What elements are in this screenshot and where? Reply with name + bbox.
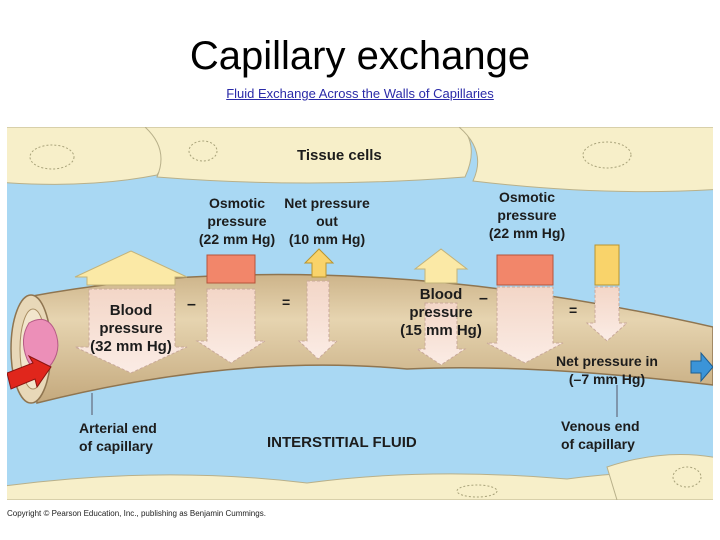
svg-text:(10 mm Hg): (10 mm Hg)	[289, 231, 365, 247]
venous-result-arrow	[585, 286, 629, 342]
venous-net-pressure-label: Net pressure in (–7 mm Hg)	[556, 353, 658, 387]
tissue-cells-top	[7, 127, 713, 193]
svg-text:Blood: Blood	[110, 302, 153, 319]
blood-flow-in-arrow	[7, 354, 52, 390]
svg-text:Osmotic: Osmotic	[209, 195, 265, 211]
arterial-end-label: Arterial end of capillary	[79, 420, 157, 454]
svg-text:pressure: pressure	[99, 320, 162, 337]
svg-text:Blood: Blood	[420, 286, 463, 303]
arterial-equals-sign: =	[282, 294, 290, 310]
svg-text:pressure: pressure	[207, 213, 266, 229]
svg-text:out: out	[316, 213, 338, 229]
venous-osmotic-arrow	[413, 248, 469, 284]
venous-equals-sign: =	[569, 302, 577, 318]
venous-minus-sign: –	[479, 290, 488, 307]
venous-subtract-arrow	[486, 286, 564, 364]
arterial-osmotic-block	[206, 254, 256, 284]
arterial-blood-pressure-label: Blood pressure (32 mm Hg)	[90, 302, 172, 355]
venous-end-label: Venous end of capillary	[561, 418, 640, 452]
arterial-subtract-arrow	[195, 288, 267, 364]
venous-blood-pressure-label: Blood pressure (15 mm Hg)	[400, 286, 482, 339]
slide-link[interactable]: Fluid Exchange Across the Walls of Capil…	[226, 86, 494, 101]
svg-text:of capillary: of capillary	[79, 438, 153, 454]
svg-text:(–7 mm Hg): (–7 mm Hg)	[569, 371, 645, 387]
svg-text:Arterial end: Arterial end	[79, 420, 157, 436]
svg-text:of capillary: of capillary	[561, 436, 635, 452]
svg-text:(22 mm Hg): (22 mm Hg)	[199, 231, 275, 247]
arterial-blood-pressure-arrow	[74, 288, 188, 374]
arterial-net-out-arrow	[303, 248, 335, 278]
venous-osmotic-block	[496, 254, 554, 286]
tissue-cells-bottom	[7, 454, 713, 500]
venous-osmotic-label: Osmotic pressure (22 mm Hg)	[489, 189, 565, 241]
arterial-minus-sign: –	[187, 296, 196, 313]
arterial-net-pressure-label: Net pressure out (10 mm Hg)	[284, 195, 370, 247]
svg-text:pressure: pressure	[409, 304, 472, 321]
arterial-result-arrow	[297, 280, 339, 360]
svg-text:Net pressure: Net pressure	[284, 195, 370, 211]
blood-flow-out-arrow	[690, 351, 713, 383]
copyright-notice: Copyright © Pearson Education, Inc., pub…	[7, 509, 266, 518]
svg-text:Net pressure in: Net pressure in	[556, 353, 658, 369]
svg-text:(22 mm Hg): (22 mm Hg)	[489, 225, 565, 241]
interstitial-fluid-label: INTERSTITIAL FLUID	[267, 434, 417, 451]
svg-text:(32 mm Hg): (32 mm Hg)	[90, 338, 172, 355]
svg-text:Venous end: Venous end	[561, 418, 640, 434]
capillary-diagram: – = – = Tissue cells Osmotic pressure (2…	[7, 127, 713, 500]
arterial-osmotic-arrow	[74, 250, 188, 286]
slide-title: Capillary exchange	[189, 34, 531, 78]
venous-net-in-bar	[594, 244, 620, 286]
svg-text:Osmotic: Osmotic	[499, 189, 555, 205]
venous-blood-pressure-arrow	[415, 302, 467, 366]
tissue-cells-label: Tissue cells	[297, 147, 382, 164]
arterial-osmotic-label: Osmotic pressure (22 mm Hg)	[199, 195, 275, 247]
svg-text:(15 mm Hg): (15 mm Hg)	[400, 322, 482, 339]
svg-text:pressure: pressure	[497, 207, 556, 223]
